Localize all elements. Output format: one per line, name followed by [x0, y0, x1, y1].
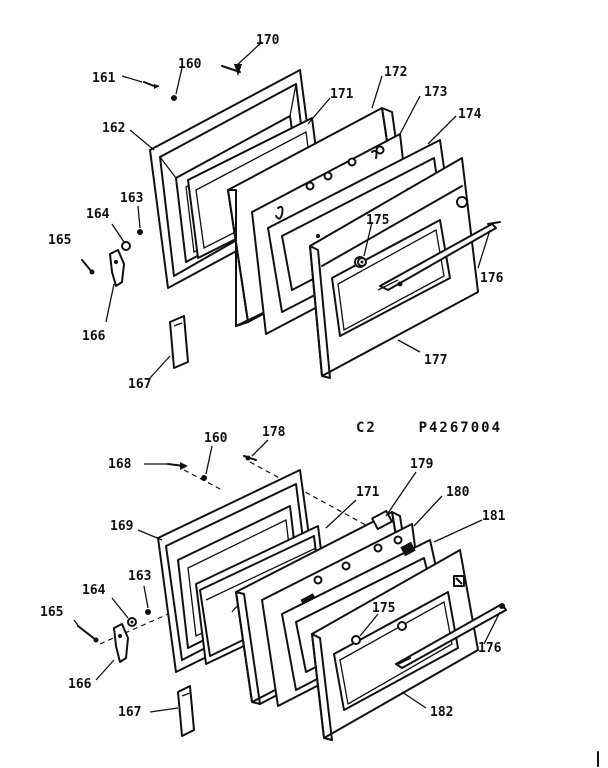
label-169: 169 — [110, 519, 133, 534]
label-176-lower: 176 — [478, 641, 502, 656]
part-167-clip — [169, 315, 189, 369]
label-170: 170 — [256, 33, 280, 48]
part-168-screw — [167, 462, 188, 470]
label-160-lower: 160 — [204, 431, 228, 446]
label-178: 178 — [262, 425, 286, 440]
label-174: 174 — [458, 107, 482, 122]
part-178-screw — [243, 455, 257, 461]
part-182-outer-door — [311, 549, 479, 741]
label-165-lower: 165 — [40, 605, 63, 620]
part-165-screw-lower — [77, 625, 99, 643]
label-165: 165 — [48, 233, 71, 248]
part-163-washer-lower — [145, 609, 151, 615]
label-160: 160 — [178, 57, 202, 72]
upper-door-assembly: 170 160 161 162 171 172 173 174 163 164 … — [48, 33, 504, 392]
label-161: 161 — [92, 71, 116, 86]
label-166-lower: 166 — [68, 677, 92, 692]
part-175-bracket — [357, 257, 367, 267]
part-170-screw — [221, 64, 242, 76]
label-176: 176 — [480, 271, 504, 286]
label-173: 173 — [424, 85, 447, 100]
label-167-lower: 167 — [118, 705, 141, 720]
label-171-lower: 171 — [356, 485, 380, 500]
part-160-screw-lower — [201, 475, 207, 481]
label-182: 182 — [430, 705, 453, 720]
label-177: 177 — [424, 353, 447, 368]
lower-leader-lines — [73, 439, 501, 713]
part-177-outer-door — [309, 157, 479, 379]
part-164-nut-lower — [127, 617, 137, 627]
label-168: 168 — [108, 457, 132, 472]
part-175-bracket-lower — [351, 621, 407, 645]
part-167-clip-lower — [177, 685, 195, 737]
label-163-lower: 163 — [128, 569, 151, 584]
part-166-hinge — [109, 249, 125, 287]
part-176-handle-lower — [395, 603, 507, 669]
label-181: 181 — [482, 509, 506, 524]
label-167: 167 — [128, 377, 151, 392]
lower-door-assembly: 160 178 168 179 180 171 181 169 163 164 … — [40, 425, 507, 741]
label-175: 175 — [366, 213, 389, 228]
part-166-hinge-lower — [113, 623, 129, 663]
label-175-lower: 175 — [372, 601, 395, 616]
label-163: 163 — [120, 191, 143, 206]
part-161-screw — [143, 81, 160, 89]
part-176-handle — [377, 221, 501, 291]
diagram-caption: C2 P4267004 — [356, 420, 502, 436]
label-164: 164 — [86, 207, 110, 222]
label-164-lower: 164 — [82, 583, 106, 598]
part-160-screw — [171, 95, 177, 101]
label-166: 166 — [82, 329, 106, 344]
part-164-nut — [121, 241, 131, 251]
label-162: 162 — [102, 121, 125, 136]
label-172: 172 — [384, 65, 407, 80]
label-171: 171 — [330, 87, 354, 102]
upper-leader-lines — [105, 41, 491, 379]
label-179: 179 — [410, 457, 433, 472]
label-180: 180 — [446, 485, 470, 500]
part-163-washer — [137, 229, 143, 235]
part-165-screw — [81, 259, 95, 275]
